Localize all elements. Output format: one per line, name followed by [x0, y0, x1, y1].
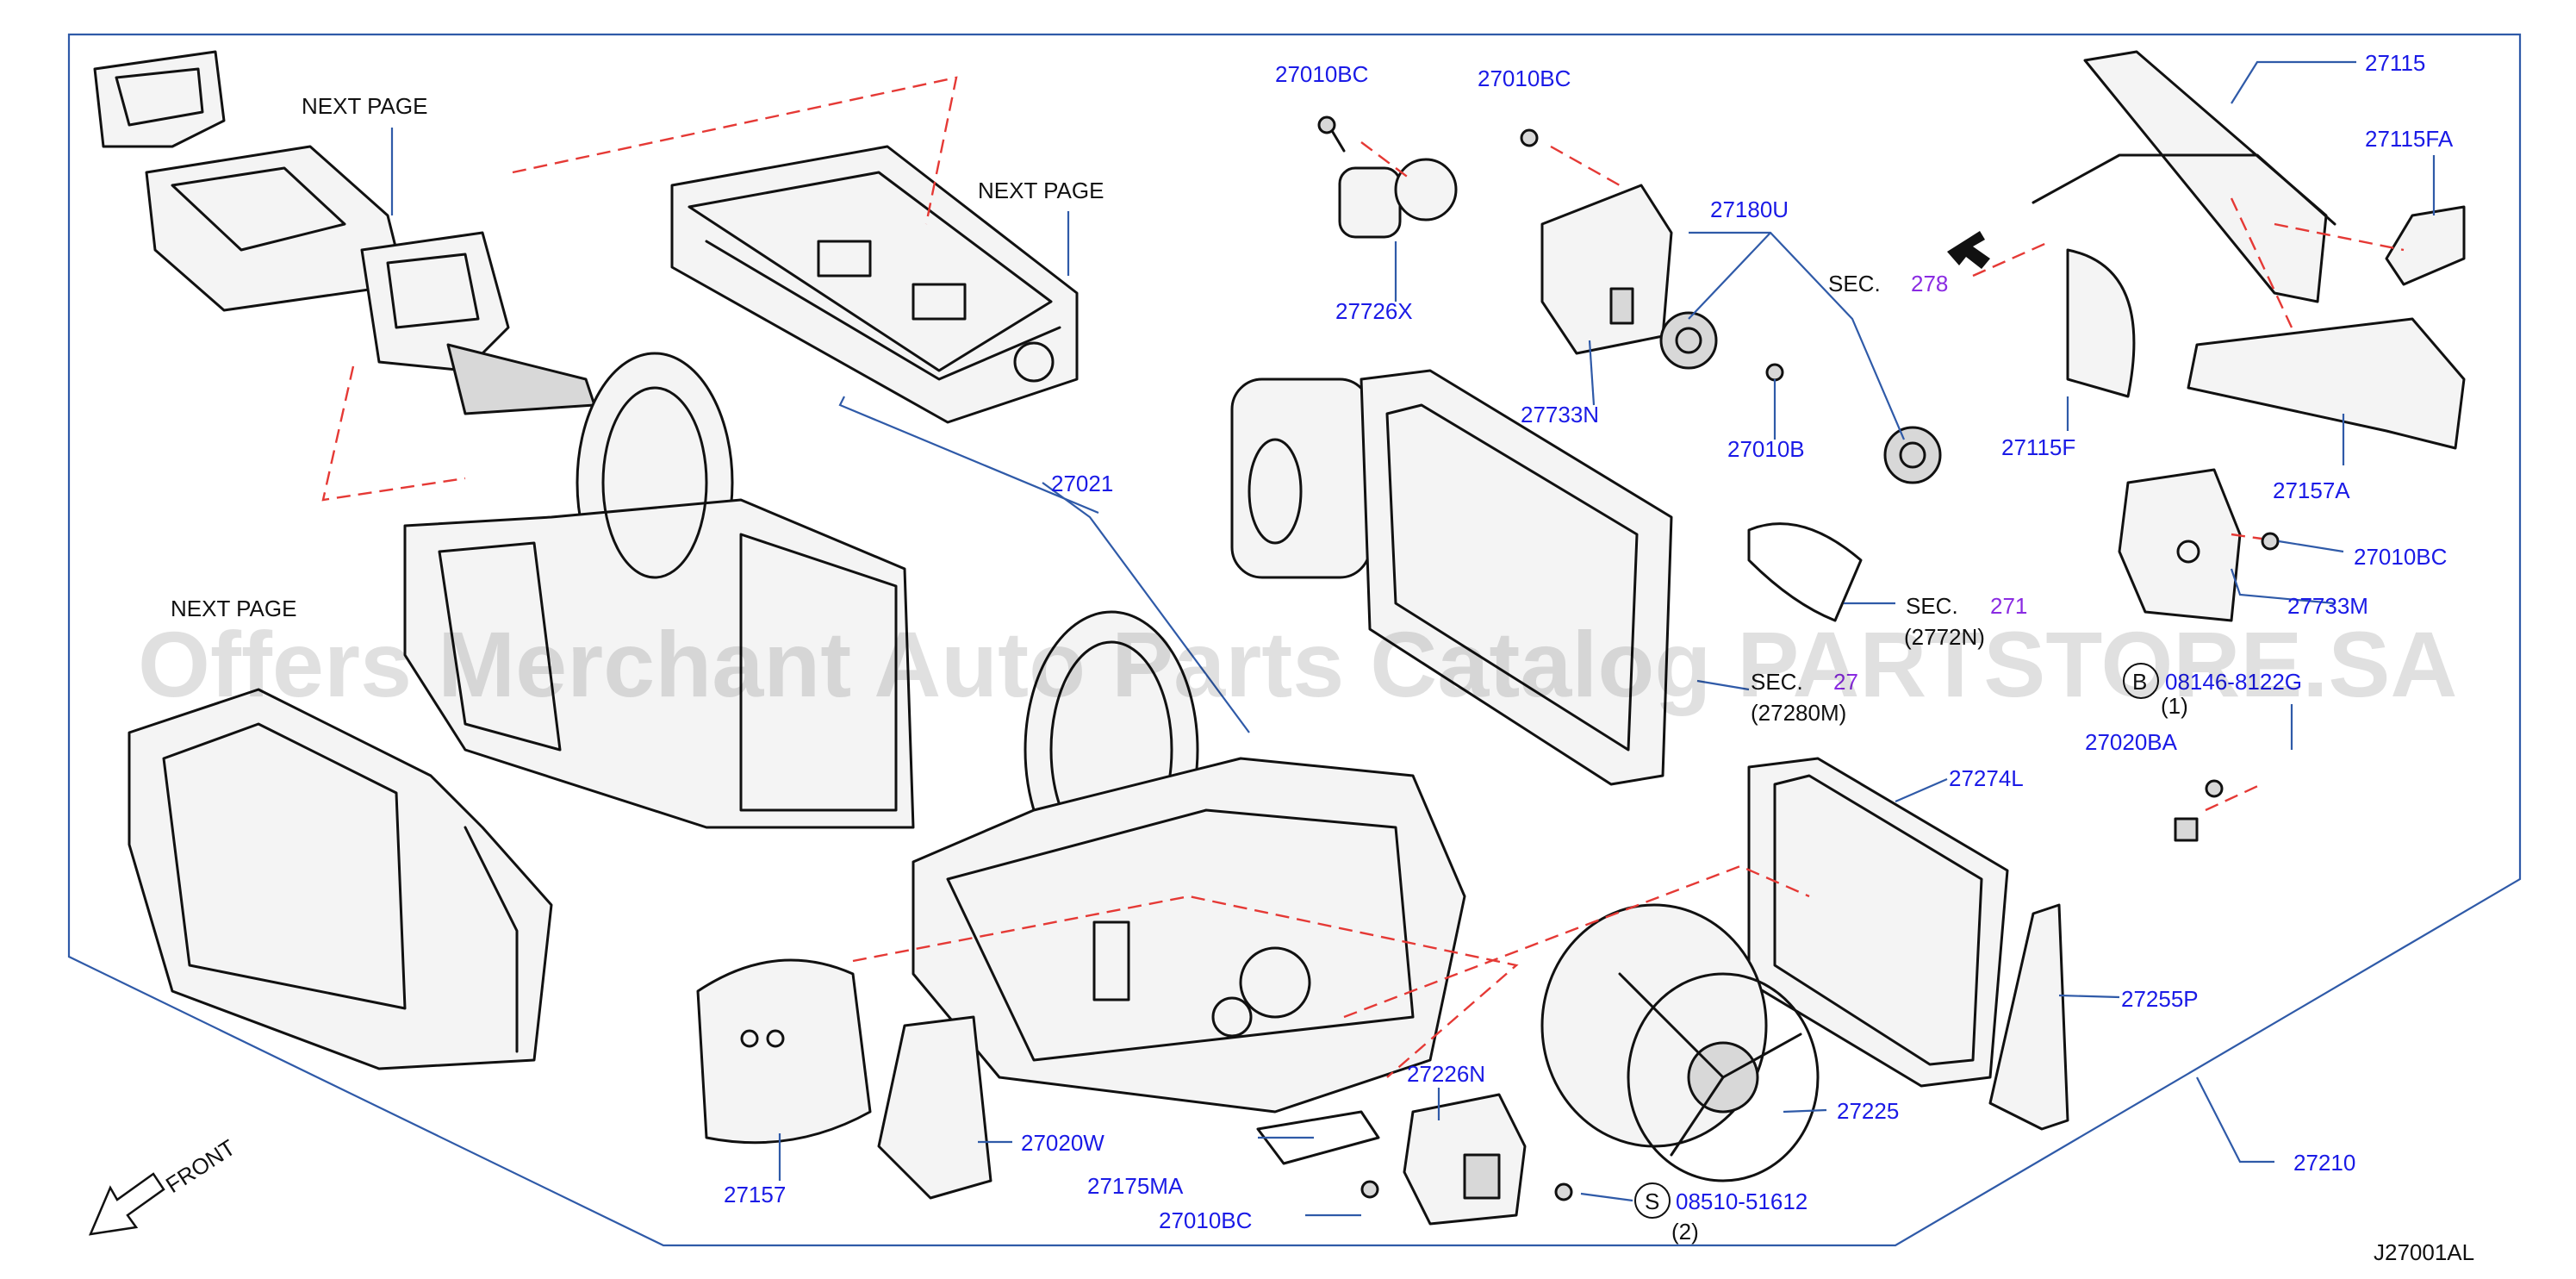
- label-next-page-3[interactable]: NEXT PAGE: [171, 596, 296, 621]
- duct-27020w: [877, 1015, 992, 1200]
- label-27225[interactable]: 27225: [1837, 1098, 1899, 1124]
- label-27175ma[interactable]: 27175MA: [1087, 1173, 1184, 1199]
- sec-278-arrow-icon: [1947, 231, 1990, 269]
- filter-27274l: [1747, 757, 2009, 1088]
- blower-motor-27225: [1540, 903, 1820, 1182]
- actuator-27726x: [1329, 128, 1458, 239]
- bolt-b-marker-icon: [2123, 663, 2159, 699]
- label-27210[interactable]: 27210: [2293, 1150, 2355, 1176]
- gear-large: [1883, 426, 1942, 484]
- watermark-text: Offers Merchant Auto Parts Catalog PARTS…: [138, 612, 2457, 716]
- label-next-page-1[interactable]: NEXT PAGE: [302, 93, 427, 119]
- label-27115fa[interactable]: 27115FA: [2365, 126, 2454, 152]
- duct-lower-left: [128, 688, 553, 1070]
- label-27010b[interactable]: 27010B: [1727, 436, 1805, 462]
- gear-small: [1659, 311, 1718, 370]
- label-bolt-s-qty: (2): [1671, 1219, 1699, 1245]
- label-sec-27-sub: (27280M): [1751, 700, 1846, 726]
- label-front: FRONT: [161, 1134, 240, 1198]
- label-27157[interactable]: 27157: [724, 1182, 786, 1207]
- leader-lines: [390, 60, 2436, 1217]
- evaporator-core: [1230, 369, 1673, 786]
- label-27733m[interactable]: 27733M: [2287, 593, 2368, 619]
- bolt-icons: [1317, 115, 2280, 1201]
- main-hvac-unit: [912, 610, 1466, 1114]
- label-sec-278-prefix[interactable]: SEC.: [1828, 271, 1881, 296]
- bolt-s-marker-icon: [1634, 1182, 1671, 1219]
- resistor-27226n: [1403, 1093, 1527, 1226]
- label-next-page-2[interactable]: NEXT PAGE: [978, 178, 1104, 203]
- label-sec-278-number[interactable]: 278: [1911, 271, 1948, 296]
- bolt-s-letter: S: [1645, 1189, 1659, 1214]
- label-27010bc-a[interactable]: 27010BC: [1275, 61, 1368, 87]
- label-27726x[interactable]: 27726X: [1335, 298, 1413, 324]
- label-sec-27-prefix[interactable]: SEC.: [1751, 669, 1803, 695]
- assembly-guides: [321, 76, 2405, 1078]
- label-sec-27-number[interactable]: 27: [1833, 669, 1858, 695]
- label-sec-271-sub: (2772N): [1904, 624, 1985, 650]
- label-27010bc-b[interactable]: 27010BC: [1478, 66, 1571, 91]
- front-arrow-icon: [88, 1172, 165, 1236]
- label-bolt-s-part[interactable]: 08510-51612: [1676, 1189, 1808, 1214]
- label-sec-271-number[interactable]: 271: [1990, 593, 2027, 619]
- bracket-27175ma: [1256, 1110, 1380, 1165]
- actuator-27733m: [2118, 468, 2242, 622]
- label-27115[interactable]: 27115: [2365, 50, 2425, 76]
- label-27115f[interactable]: 27115F: [2001, 434, 2075, 460]
- duct-27157a: [2187, 317, 2466, 450]
- upper-housing: [670, 145, 1079, 424]
- label-27226n[interactable]: 27226N: [1407, 1061, 1485, 1087]
- cover-27255p: [1988, 903, 2069, 1131]
- label-bolt-b-qty: (1): [2161, 693, 2188, 719]
- link-27115: [2032, 50, 2336, 303]
- label-27010bc-d[interactable]: 27010BC: [1159, 1207, 1252, 1233]
- duct-upper-left: [93, 50, 596, 415]
- arm-27115fa: [2385, 205, 2466, 286]
- front-direction-indicator: FRONT: [88, 1134, 240, 1236]
- gear-27115f: [2066, 248, 2136, 398]
- label-27255p[interactable]: 27255P: [2121, 986, 2199, 1012]
- diagram-id: J27001AL: [2374, 1239, 2474, 1265]
- bracket-2772n: [1747, 522, 1863, 622]
- label-27020ba[interactable]: 27020BA: [2085, 729, 2178, 755]
- clip-27020ba: [2174, 817, 2199, 842]
- label-27157a[interactable]: 27157A: [2273, 477, 2350, 503]
- label-27180u[interactable]: 27180U: [1710, 197, 1789, 222]
- blower-housing-left: [403, 352, 915, 829]
- filter-case-27157: [696, 958, 872, 1145]
- label-27020w[interactable]: 27020W: [1021, 1130, 1104, 1156]
- label-27274l[interactable]: 27274L: [1949, 765, 2024, 791]
- label-27021[interactable]: 27021: [1051, 471, 1113, 496]
- assembly-outline: [67, 33, 2522, 1247]
- bolt-b-letter: B: [2132, 669, 2147, 695]
- label-sec-271-prefix[interactable]: SEC.: [1906, 593, 1958, 619]
- actuator-27733n: [1540, 184, 1673, 355]
- label-27733n[interactable]: 27733N: [1521, 402, 1599, 427]
- label-27010bc-c[interactable]: 27010BC: [2354, 544, 2447, 570]
- label-bolt-b-part[interactable]: 08146-8122G: [2165, 669, 2302, 695]
